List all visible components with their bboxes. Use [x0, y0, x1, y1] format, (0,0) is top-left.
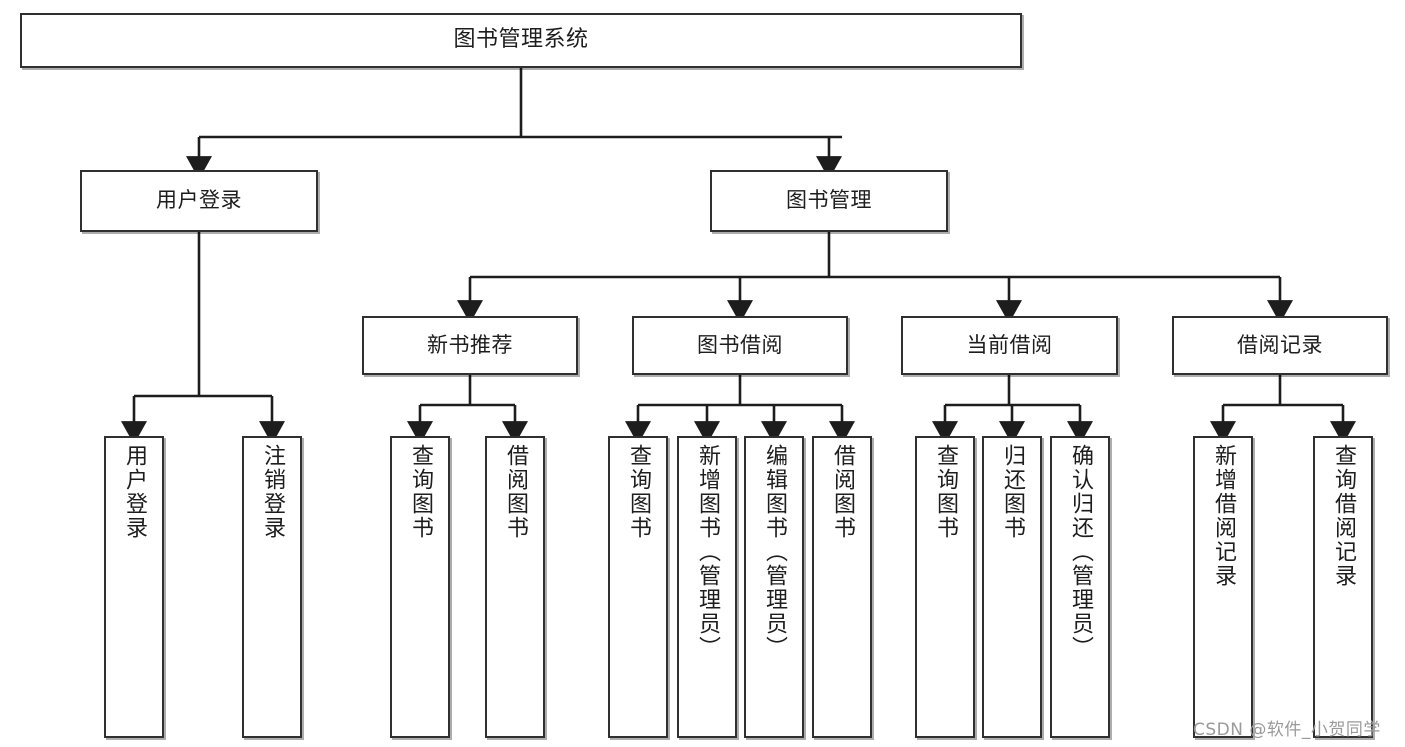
node-label: 编辑图书（管理员） — [762, 444, 787, 660]
node-label: 新增图书（管理员） — [695, 444, 720, 660]
leaf-add-record[interactable]: 新增借阅记录 — [1193, 436, 1253, 738]
leaf-user-login[interactable]: 用户登录 — [104, 436, 164, 738]
node-label: 新书推荐 — [427, 332, 513, 357]
node-label: 图书管理 — [786, 188, 872, 213]
csdn-watermark: CSDN @软件_小贺同学 — [1193, 720, 1381, 740]
node-book-borrow[interactable]: 图书借阅 — [632, 316, 848, 375]
leaf-query-record[interactable]: 查询借阅记录 — [1313, 436, 1373, 738]
node-label: 用户登录 — [122, 444, 147, 540]
node-label: 用户登录 — [156, 188, 242, 213]
leaf-query-book-2[interactable]: 查询图书 — [608, 436, 668, 738]
node-user-login[interactable]: 用户登录 — [80, 170, 318, 232]
node-label: 图书管理系统 — [453, 27, 589, 53]
node-label: 查询图书 — [408, 444, 433, 540]
leaf-query-book-1[interactable]: 查询图书 — [390, 436, 450, 738]
node-label: 借阅记录 — [1237, 332, 1323, 357]
leaf-logout[interactable]: 注销登录 — [242, 436, 302, 738]
node-label: 查询图书 — [933, 444, 958, 540]
node-label: 注销登录 — [260, 444, 285, 540]
node-label: 借阅图书 — [503, 444, 528, 540]
node-label: 新增借阅记录 — [1211, 444, 1236, 588]
node-borrow-record[interactable]: 借阅记录 — [1172, 316, 1388, 375]
leaf-borrow-book-1[interactable]: 借阅图书 — [485, 436, 545, 738]
node-label: 当前借阅 — [966, 332, 1053, 357]
node-label: 图书借阅 — [697, 332, 783, 357]
node-book-manage[interactable]: 图书管理 — [710, 170, 948, 232]
node-label: 借阅图书 — [830, 444, 855, 540]
node-label: 归还图书 — [1000, 444, 1025, 540]
leaf-borrow-book-2[interactable]: 借阅图书 — [812, 436, 872, 738]
node-new-book-rec[interactable]: 新书推荐 — [362, 316, 578, 375]
node-root[interactable]: 图书管理系统 — [20, 13, 1022, 68]
leaf-query-book-3[interactable]: 查询图书 — [915, 436, 975, 738]
leaf-return-book[interactable]: 归还图书 — [982, 436, 1042, 738]
node-current-borrow[interactable]: 当前借阅 — [901, 316, 1118, 375]
leaf-edit-book[interactable]: 编辑图书（管理员） — [744, 436, 804, 738]
node-label: 确认归还（管理员） — [1068, 444, 1093, 660]
node-label: 查询图书 — [626, 444, 651, 540]
node-label: 查询借阅记录 — [1331, 444, 1356, 588]
leaf-add-book[interactable]: 新增图书（管理员） — [677, 436, 737, 738]
leaf-confirm-return[interactable]: 确认归还（管理员） — [1050, 436, 1110, 738]
